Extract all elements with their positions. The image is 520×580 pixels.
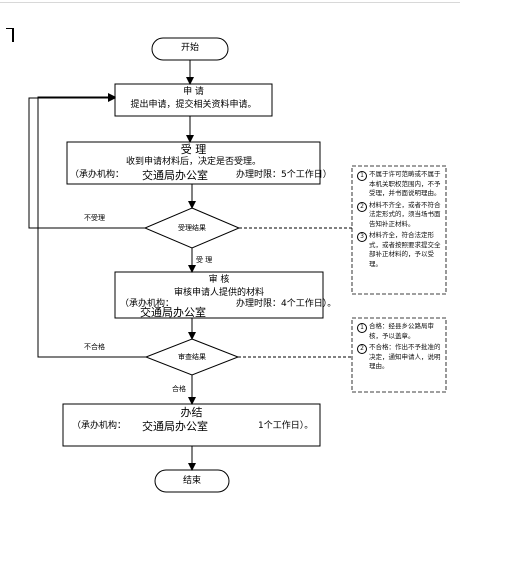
accept-note-item: 3 材料齐全，符合法定形式，或者按照要求提交全部补正材料的，予以受理。 [357,231,443,269]
not-accept-label: 不受理 [84,214,105,222]
note-text: 不属于许可范畴或不属于本机关职权范围内，不予受理，并书面说明理由。 [369,170,441,197]
note-text: 材料不齐全，或者不符合法定形式的，须当场书面告知补正材料。 [369,200,441,228]
arrow-not-accept-loop [28,94,145,229]
review-org-prefix: （承办机构： [120,299,175,309]
text-cursor [6,28,14,42]
accept-notes-box [351,165,447,295]
note-number: 2 [357,201,367,212]
review-time: 办理时限：4个工作日）。 [236,299,337,309]
review-note-item: 1 合格：经县乡公路局审核，予以盖章。 [357,322,443,341]
finish-org-prefix: （承办机构： [72,421,127,431]
accept-org: 交通局办公室 [142,169,208,182]
end-label: 结束 [182,476,201,486]
decision1-label: 受理结果 [178,224,206,232]
note-text: 合格：经县乡公路局审核，予以盖章。 [369,322,434,340]
note-number: 2 [357,344,367,354]
apply-title: 申 请 [183,87,204,97]
accept-note-item: 2 材料不齐全，或者不符合法定形式的，须当场书面告知补正材料。 [357,201,443,230]
arrow-fail-loop [37,93,146,358]
review-box [114,271,324,319]
review-notes: 1 合格：经县乡公路局审核，予以盖章。 2 不合格：作出不予批准的决定，通知申请… [357,322,443,374]
accept-org-prefix: （承办机构： [70,170,125,180]
accept-note-item: 1 不属于许可范畴或不属于本机关职权范围内，不予受理，并书面说明理由。 [357,170,443,199]
accept-label: 受 理 [196,256,213,264]
note-number: 1 [357,171,367,181]
accept-notes: 1 不属于许可范畴或不属于本机关职权范围内，不予受理，并书面说明理由。 2 材料… [357,170,443,271]
page-top-border [0,2,460,3]
finish-title: 办结 [180,406,203,419]
review-notes-box [351,317,447,393]
review-note-item: 2 不合格：作出不予批准的决定，通知申请人，说明理由。 [357,343,443,372]
note-text: 材料齐全，符合法定形式，或者按照要求提交全部补正材料的，予以受理。 [369,231,441,268]
note-text: 不合格：作出不予批准的决定，通知申请人，说明理由。 [369,343,441,370]
start-label: 开始 [180,43,199,53]
accept-desc: 收到申请材料后，决定是否受理。 [125,157,261,167]
accept-title: 受 理 [180,143,207,156]
review-desc: 审核申请人提供的材料 [173,288,264,298]
note-number: 1 [357,323,367,333]
apply-box [114,83,273,117]
pass-label: 合格 [172,385,186,393]
review-org: 交通局办公室 [140,306,206,319]
apply-desc: 提出申请，提交相关资料申请。 [130,100,257,110]
decision2-label: 审查结果 [178,353,206,361]
finish-time: 1个工作日）。 [258,421,314,431]
fail-label: 不合格 [84,343,105,351]
accept-box [66,141,321,185]
accept-time: 办理时限：5个工作日） [236,170,332,180]
note-number: 3 [357,232,367,242]
flow-arrows [28,60,352,471]
finish-org: 交通局办公室 [142,420,208,433]
review-title: 审 核 [208,275,230,285]
